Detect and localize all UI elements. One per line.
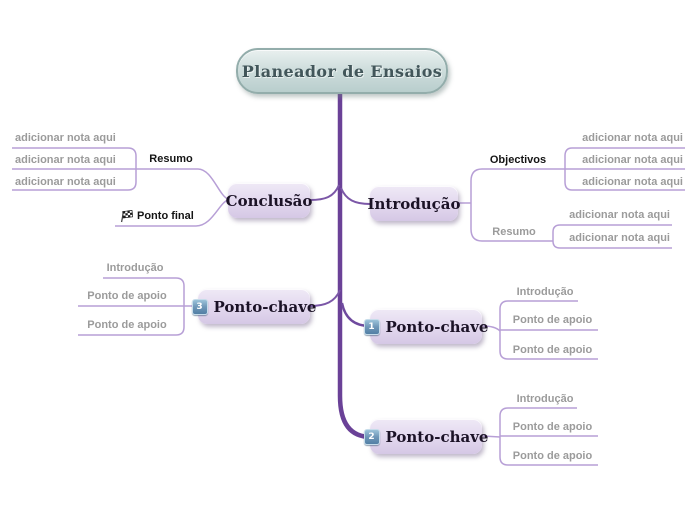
note-placeholder[interactable]: adicionar nota aqui	[582, 132, 683, 144]
note-placeholder[interactable]: adicionar nota aqui	[15, 176, 116, 188]
node-introducao-label: Introdução	[367, 194, 461, 213]
stub-pc1	[482, 325, 501, 332]
node-pc1-ponto-apoio-1[interactable]: Ponto de apoio	[512, 314, 593, 326]
line-resumo-right-note-2	[552, 240, 672, 249]
node-pc2-ponto-apoio-1[interactable]: Ponto de apoio	[512, 421, 593, 433]
node-pc1-ponto-apoio-2[interactable]: Ponto de apoio	[512, 344, 593, 356]
line-resumo-left	[136, 168, 229, 200]
note-placeholder[interactable]: adicionar nota aqui	[15, 154, 116, 166]
priority-3-badge: 3	[191, 298, 208, 315]
bracket-introducao-main	[470, 168, 565, 242]
line-ponto-final	[115, 199, 229, 227]
priority-2-badge: 2	[363, 428, 380, 445]
node-resumo-right[interactable]: Resumo	[492, 226, 536, 238]
root-node-label: Planeador de Ensaios	[241, 61, 443, 81]
node-pc1-introducao[interactable]: Introdução	[516, 286, 574, 298]
node-pc2-introducao[interactable]: Introdução	[516, 393, 574, 405]
node-objectivos[interactable]: Objectivos	[489, 154, 547, 166]
node-pc3-ponto-apoio-1[interactable]: Ponto de apoio	[87, 290, 167, 302]
node-ponto-chave-2-label: Ponto-chave	[385, 427, 489, 446]
node-ponto-chave-1-label: Ponto-chave	[385, 317, 489, 336]
node-ponto-final[interactable]: Ponto final	[119, 209, 194, 223]
connector-ponto-chave-3	[309, 289, 341, 307]
node-ponto-chave-2[interactable]: 2 Ponto-chave	[363, 419, 488, 454]
note-placeholder[interactable]: adicionar nota aqui	[582, 154, 683, 166]
stub-pc2	[482, 435, 501, 438]
node-ponto-final-label: Ponto final	[137, 210, 194, 222]
node-introducao[interactable]: Introdução	[367, 186, 461, 221]
note-placeholder[interactable]: adicionar nota aqui	[569, 209, 670, 221]
node-pc2-ponto-apoio-2[interactable]: Ponto de apoio	[512, 450, 593, 462]
node-pc3-introducao[interactable]: Introdução	[106, 262, 164, 274]
root-node[interactable]: Planeador de Ensaios	[236, 48, 448, 94]
node-ponto-chave-3-label: Ponto-chave	[213, 297, 317, 316]
node-resumo-left[interactable]: Resumo	[149, 153, 193, 165]
note-placeholder[interactable]: adicionar nota aqui	[569, 232, 670, 244]
node-ponto-chave-3[interactable]: 3 Ponto-chave	[191, 289, 316, 324]
trunk-line	[337, 90, 372, 440]
checkered-flag-icon	[121, 210, 133, 223]
node-ponto-chave-1[interactable]: 1 Ponto-chave	[363, 309, 488, 344]
line-resumo-right-note-1	[552, 224, 672, 241]
priority-1-badge: 1	[363, 318, 380, 335]
connector-introducao	[340, 187, 371, 205]
connector-conclusao	[309, 184, 340, 201]
node-conclusao-label: Conclusão	[225, 191, 313, 210]
node-pc3-ponto-apoio-2[interactable]: Ponto de apoio	[87, 319, 167, 331]
node-conclusao[interactable]: Conclusão	[225, 183, 313, 218]
note-placeholder[interactable]: adicionar nota aqui	[15, 132, 116, 144]
note-placeholder[interactable]: adicionar nota aqui	[582, 176, 683, 188]
